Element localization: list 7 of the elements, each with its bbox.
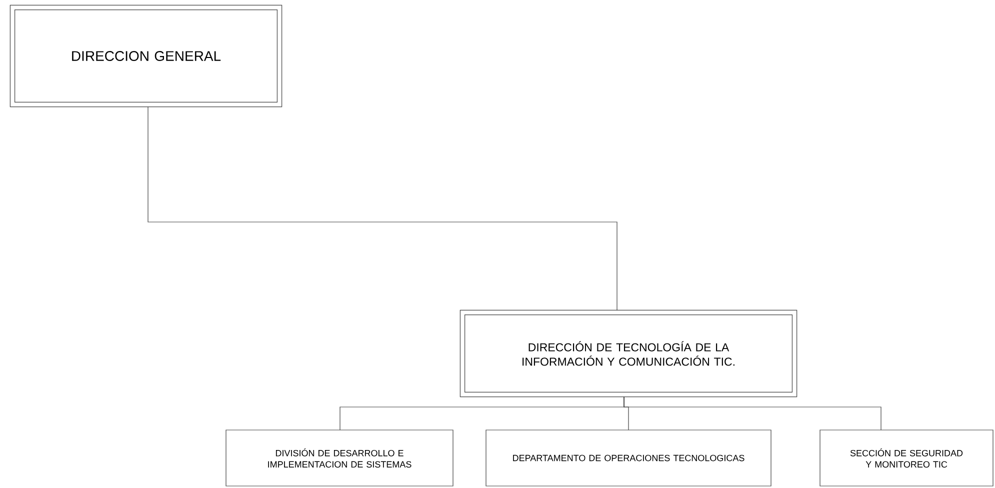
unit-box: DIRECCION GENERAL: [10, 4, 282, 108]
connector-line: [624, 396, 882, 430]
unit-box: DEPARTAMENTO DE OPERACIONES TECNOLOGICAS: [486, 430, 772, 486]
unit-box: SECCIÓN DE SEGURIDAD Y MONITOREO TIC: [820, 430, 994, 486]
connector-line: [148, 106, 618, 310]
unit-box: DIRECCIÓN DE TECNOLOGÍA DE LA INFORMACIÓN Y COMUNICACIÓN TIC.: [460, 310, 798, 398]
unit-box: DIVISIÓN DE DESARROLLO E IMPLEMENTACION DE SISTEMAS: [226, 430, 454, 486]
